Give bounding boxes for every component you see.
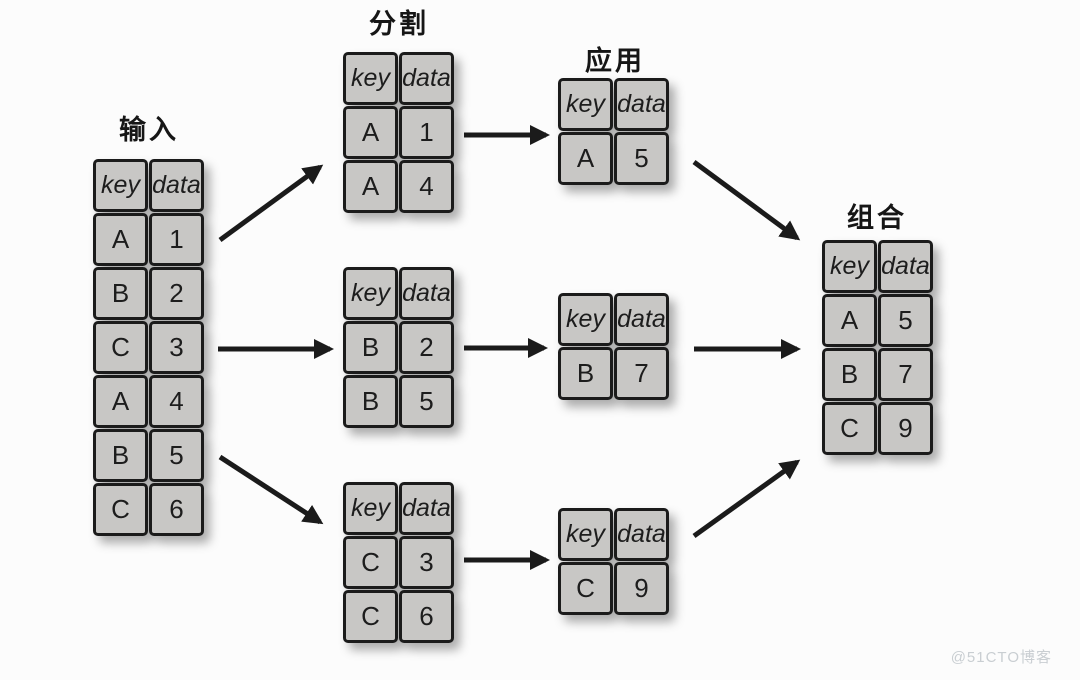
header-cell: data xyxy=(399,52,454,105)
apply-table-a: key data A 5 xyxy=(558,78,669,185)
table-cell: 5 xyxy=(149,429,204,482)
split-table-a: key data A 1 A 4 xyxy=(343,52,454,213)
header-cell: key xyxy=(93,159,148,212)
table-cell: A xyxy=(93,375,148,428)
header-cell: key xyxy=(822,240,877,293)
table-cell: 5 xyxy=(399,375,454,428)
header-cell: key xyxy=(343,52,398,105)
table-cell: 5 xyxy=(878,294,933,347)
table-cell: 7 xyxy=(878,348,933,401)
apply-table-c: key data C 9 xyxy=(558,508,669,615)
table-cell: A xyxy=(343,106,398,159)
table-cell: B xyxy=(93,267,148,320)
table-cell: B xyxy=(558,347,613,400)
table-cell: 9 xyxy=(614,562,669,615)
input-table: key data A 1 B 2 C 3 A 4 B 5 C 6 xyxy=(93,159,204,536)
table-cell: 6 xyxy=(149,483,204,536)
apply-table-b: key data B 7 xyxy=(558,293,669,400)
table-cell: 3 xyxy=(399,536,454,589)
arrow-apply-a-to-combine xyxy=(692,159,801,241)
stage-label-apply: 应用 xyxy=(585,46,645,76)
arrow-apply-c-to-combine xyxy=(692,459,801,539)
table-cell: 1 xyxy=(149,213,204,266)
header-cell: key xyxy=(343,482,398,535)
table-cell: C xyxy=(343,536,398,589)
arrow-input-to-split-a xyxy=(218,164,324,243)
table-cell: A xyxy=(343,160,398,213)
header-cell: data xyxy=(399,482,454,535)
table-cell: 2 xyxy=(399,321,454,374)
table-cell: A xyxy=(822,294,877,347)
watermark: @51CTO博客 xyxy=(950,649,1052,666)
header-cell: data xyxy=(149,159,204,212)
table-cell: B xyxy=(93,429,148,482)
table-cell: 4 xyxy=(399,160,454,213)
table-cell: 1 xyxy=(399,106,454,159)
table-cell: 3 xyxy=(149,321,204,374)
header-cell: key xyxy=(558,78,613,131)
table-cell: 6 xyxy=(399,590,454,643)
header-cell: data xyxy=(399,267,454,320)
arrow-input-to-split-c xyxy=(218,454,324,525)
table-cell: A xyxy=(558,132,613,185)
header-cell: data xyxy=(878,240,933,293)
table-cell: 9 xyxy=(878,402,933,455)
table-cell: A xyxy=(93,213,148,266)
header-cell: data xyxy=(614,78,669,131)
header-cell: key xyxy=(558,293,613,346)
split-table-b: key data B 2 B 5 xyxy=(343,267,454,428)
table-cell: 7 xyxy=(614,347,669,400)
header-cell: data xyxy=(614,293,669,346)
header-cell: key xyxy=(343,267,398,320)
table-cell: 5 xyxy=(614,132,669,185)
table-cell: B xyxy=(822,348,877,401)
combine-table: key data A 5 B 7 C 9 xyxy=(822,240,933,455)
split-table-c: key data C 3 C 6 xyxy=(343,482,454,643)
table-cell: C xyxy=(93,321,148,374)
table-cell: B xyxy=(343,375,398,428)
header-cell: key xyxy=(558,508,613,561)
table-cell: C xyxy=(343,590,398,643)
table-cell: C xyxy=(93,483,148,536)
table-cell: C xyxy=(558,562,613,615)
stage-label-combine: 组合 xyxy=(847,203,907,233)
table-cell: C xyxy=(822,402,877,455)
header-cell: data xyxy=(614,508,669,561)
table-cell: 2 xyxy=(149,267,204,320)
table-cell: 4 xyxy=(149,375,204,428)
stage-label-split: 分割 xyxy=(369,9,429,39)
stage-label-input: 输入 xyxy=(119,115,179,145)
table-cell: B xyxy=(343,321,398,374)
